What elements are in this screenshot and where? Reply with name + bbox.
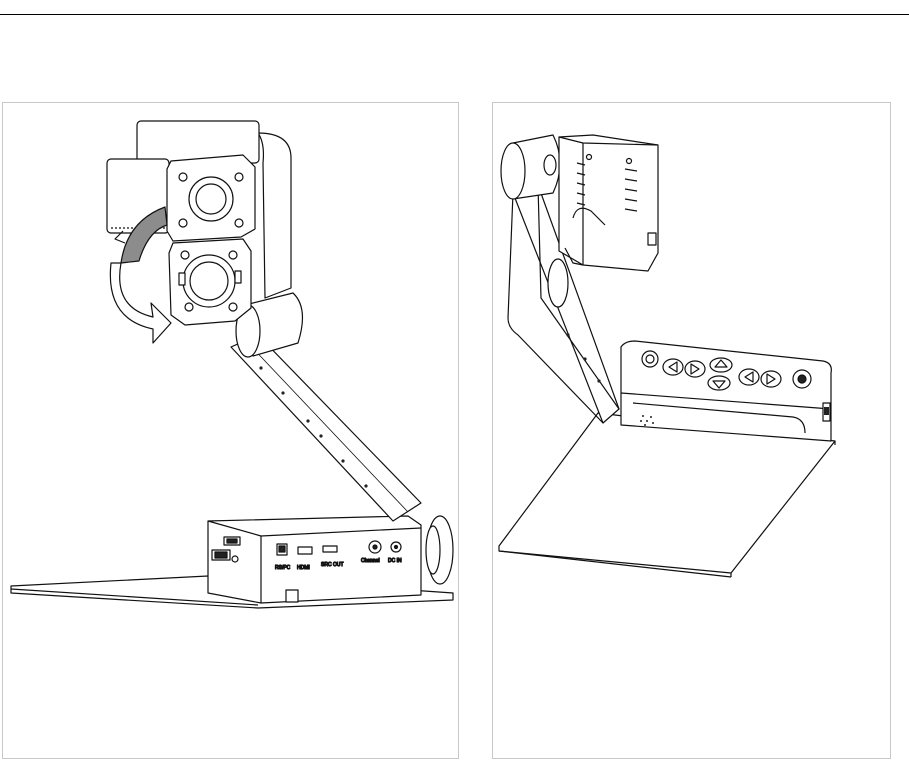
usb-port-label: RS/PC [275,565,291,571]
support-arm [231,335,421,521]
src-out-port [323,546,337,552]
camera-head [559,135,658,271]
hdmi-port-label: HDMI [297,565,310,571]
dc-in-port-label: DC IN [388,558,402,564]
src-out-port-label: SRC OUT [321,562,344,568]
left-illustration-panel: RS/PC HDMI SRC OUT Channel DC IN [2,102,459,759]
arm-pivot [548,259,568,307]
camera-front-view-illustration [493,103,892,760]
right-illustration-panel [492,102,891,759]
channel-label: Channel [361,558,380,564]
hdmi-port [298,547,312,554]
header-rule [0,14,909,15]
upper-column [258,133,291,298]
camera-side-view-illustration: RS/PC HDMI SRC OUT Channel DC IN [3,103,460,760]
